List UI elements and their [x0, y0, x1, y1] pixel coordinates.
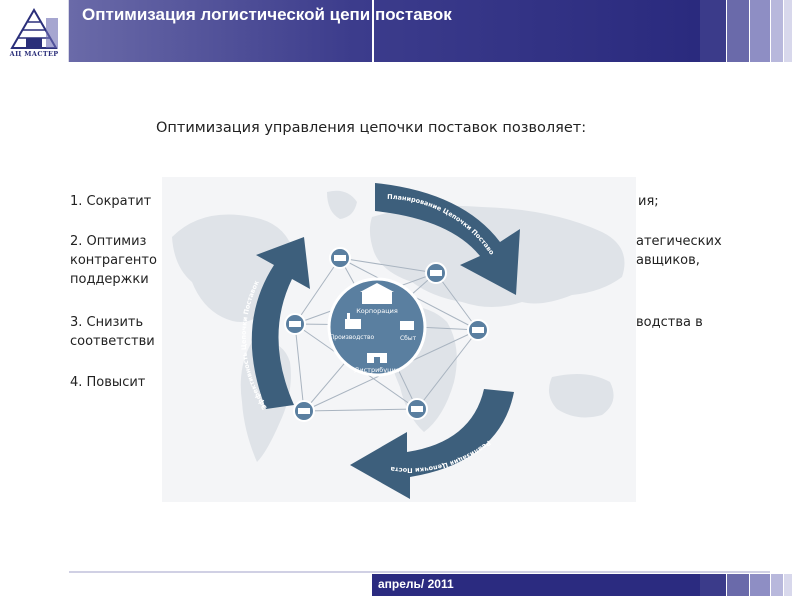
list-item-2-line-1: 2. Оптимиз [70, 234, 147, 249]
corporation-icon [360, 283, 394, 304]
hub-label-production: Производство [330, 334, 375, 341]
warehouse-icon [367, 353, 387, 363]
footer-bar [372, 574, 700, 596]
node-icon [293, 400, 315, 422]
list-item-1-line-1: 1. Сократит [70, 194, 152, 209]
footer-stripe [727, 574, 749, 596]
footer-stripe [700, 574, 726, 596]
node-icon [329, 247, 351, 269]
node-icon [425, 262, 447, 284]
node-icon [406, 398, 428, 420]
header-stripe [700, 0, 726, 62]
list-item-3-tail-1: водства в [636, 315, 703, 330]
logo-building-icon [10, 8, 58, 49]
node-icon [284, 313, 306, 335]
hub-label-distribution: Дистрибуция [354, 366, 400, 374]
list-item-4-line-1: 4. Повысит [70, 375, 146, 390]
header-stripe [750, 0, 770, 62]
list-item-2-tail-2: авщиков, [636, 253, 700, 268]
shop-icon [400, 321, 414, 330]
company-logo: АЦ МАСТЕР [0, 0, 69, 62]
footer-stripe [771, 574, 783, 596]
node-icon [467, 319, 489, 341]
header-stripe [771, 0, 783, 62]
hub-label-corporation: Корпорация [356, 307, 398, 315]
list-item-3-line-1: 3. Снизить [70, 315, 144, 330]
footer-stripe [750, 574, 770, 596]
header-bar [69, 0, 700, 62]
header-stripe [784, 0, 792, 62]
list-item-2-line-2: контрагенто [70, 253, 157, 268]
header-divider [372, 0, 374, 62]
network-nodes [284, 247, 489, 422]
slide-subtitle: Оптимизация управления цепочки поставок … [156, 120, 587, 136]
central-hub: Корпорация Производство Сбыт Дистрибуция [327, 277, 427, 377]
supply-chain-diagram: Корпорация Производство Сбыт Дистрибуция… [162, 177, 636, 502]
factory-icon [345, 313, 361, 329]
footer-line [69, 571, 770, 573]
slide-title: Оптимизация логистической цепи поставок [82, 5, 452, 24]
footer-date: апрель/ 2011 [378, 577, 454, 591]
list-item-2-tail-1: атегических [636, 234, 722, 249]
footer-stripe [784, 574, 792, 596]
header-stripe [727, 0, 749, 62]
hub-label-sales: Сбыт [400, 335, 417, 342]
list-item-2-line-3: поддержки [70, 272, 149, 287]
logo-caption: АЦ МАСТЕР [9, 50, 59, 58]
list-item-1-tail-1: ия; [638, 194, 659, 209]
list-item-3-line-2: соответстви [70, 334, 155, 349]
